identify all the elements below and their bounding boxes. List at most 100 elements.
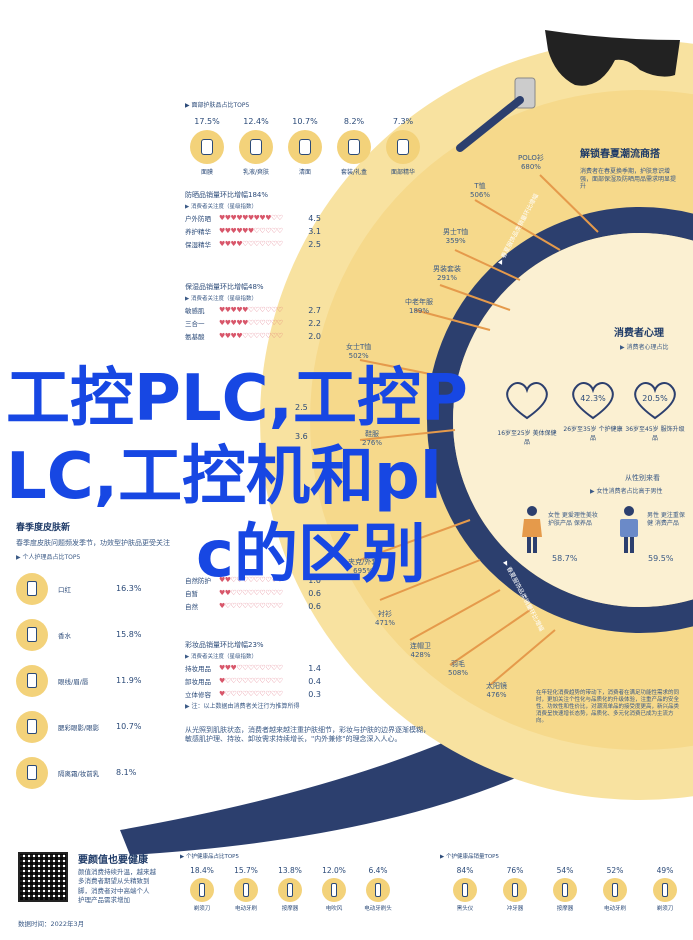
list-item: 三合一♥♥♥♥♥♡♡♡♡♡♡2.2 bbox=[185, 318, 321, 329]
list-item: 49%剃须刀 bbox=[640, 866, 690, 912]
bottom-right-section: ▶ 个护健康品销量TOP5 84%黑头仪 76%冲牙器 54%按摩器 52%电动… bbox=[440, 852, 690, 912]
list-item: 户外防晒♥♥♥♥♥♥♥♥♥♡♡4.5 bbox=[185, 213, 321, 224]
consumer-sub: ▶ 消费者心理占比 bbox=[620, 344, 669, 351]
toothbrush-icon bbox=[234, 878, 258, 902]
top-stats-section: ▶ 面部护肤品占比TOP5 17.5% 12.4% 10.7% 8.2% 7.3… bbox=[185, 100, 425, 176]
consumer-title: 消费者心理 bbox=[614, 328, 664, 339]
bottom-right-title: ▶ 个护健康品销量TOP5 bbox=[440, 854, 499, 860]
water-flosser-icon bbox=[503, 878, 527, 902]
heart-rating-icon: ♥♥♥♥♡♡♡♡♡♡♡ bbox=[219, 332, 283, 340]
mask-icon bbox=[190, 130, 224, 164]
bottom-mid-section: ▶ 个护健康品占比TOP5 18.4%剃须刀 15.7%电动牙刷 13.8%按摩… bbox=[180, 852, 400, 912]
heart-rating-icon: ♥♥♥♥♥♡♡♡♡♡♡ bbox=[219, 306, 283, 314]
list-item: 52%电动牙刷 bbox=[603, 866, 627, 912]
orange-rays bbox=[359, 174, 599, 686]
top-stat-label-1: 面膜 bbox=[200, 169, 213, 176]
heart-rating-icon: ♥♥♥♡♡♡♡♡♡♡♡ bbox=[219, 664, 283, 672]
toothbrush-icon bbox=[603, 878, 627, 902]
list-item: 13.8%按摩器 bbox=[278, 866, 302, 912]
heart-rating-icon: ♥♥♡♡♡♡♡♡♡♡♡ bbox=[219, 576, 283, 584]
top-stat-pct-5: 7.3% bbox=[392, 117, 414, 126]
list-item: 立体修容♥♡♡♡♡♡♡♡♡♡♡0.3 bbox=[185, 689, 321, 700]
heart-rating-icon: ♥♥♥♥♥♡♡♡♡♡♡ bbox=[219, 319, 283, 327]
gender-title: 从性别来看 bbox=[625, 474, 660, 482]
top-stat-pct-4: 8.2% bbox=[343, 117, 365, 126]
perfume-icon bbox=[16, 618, 48, 651]
left-column-intro: 春季度皮肤问题频发季节，功效型护肤品更受关注 bbox=[16, 539, 170, 547]
lipstick-icon bbox=[16, 572, 48, 605]
moisture-list: 保湿品销量环比增幅48% ▶ 消费者关注度（星级指数） 敏感肌♥♥♥♥♥♡♡♡♡… bbox=[185, 282, 335, 341]
list-item: 84%黑头仪 bbox=[440, 866, 490, 912]
left-column-title: 春季度皮肤新 bbox=[16, 523, 71, 533]
right-top-title: 解锁春夏潮流商搭 bbox=[580, 149, 660, 160]
list-sub: ▶ 消费者关注度（星级指数） bbox=[185, 204, 257, 210]
male-pct: 59.5% bbox=[648, 554, 674, 563]
heart-icon bbox=[634, 382, 676, 420]
top-stat-label-2: 乳液/爽肤 bbox=[242, 169, 270, 176]
heart-icon bbox=[572, 382, 614, 420]
sunglasses-graphic bbox=[545, 30, 680, 86]
blackhead-device-icon bbox=[453, 878, 477, 902]
list-item: 持妆用品♥♥♥♡♡♡♡♡♡♡♡1.4 bbox=[185, 663, 321, 674]
list-item: 养护精华♥♥♥♥♥♥♡♡♡♡♡3.1 bbox=[185, 226, 321, 237]
makeup-list: 彩妆品销量环比增幅23% ▶ 消费者关注度（星级指数） 持妆用品♥♥♥♡♡♡♡♡… bbox=[185, 640, 335, 711]
top-stat-label-3: 清面 bbox=[298, 169, 311, 176]
list-sub: ▶ 消费者关注度（星级指数） bbox=[185, 654, 257, 660]
list-head: 保湿品销量环比增幅48% bbox=[185, 283, 264, 291]
top-stat-pct-1: 17.5% bbox=[194, 117, 220, 126]
heart-icon bbox=[506, 382, 548, 420]
list-item: 18.4%剃须刀 bbox=[190, 866, 214, 912]
female-pct: 58.7% bbox=[552, 554, 578, 563]
left-column-sub: ▶ 个人护理品占比TOP5 bbox=[16, 554, 81, 562]
male-label: 男性 更注重保健 消费产品 bbox=[647, 512, 685, 527]
eyeliner-icon bbox=[16, 664, 48, 697]
heart-rating-icon: ♥♥♥♥♥♥♥♥♥♡♡ bbox=[219, 214, 283, 222]
overlay-title-line-3: c的区别 bbox=[196, 518, 426, 592]
razor-icon bbox=[190, 878, 214, 902]
top-stat-label-4: 套装/礼盒 bbox=[340, 169, 368, 176]
hair-dryer-icon bbox=[322, 878, 346, 902]
qr-code bbox=[18, 852, 68, 902]
top-stat-pct-3: 10.7% bbox=[292, 117, 318, 126]
primer-icon bbox=[16, 756, 48, 789]
heart-rating-icon: ♥♡♡♡♡♡♡♡♡♡♡ bbox=[219, 602, 283, 610]
gift-set-icon bbox=[337, 130, 371, 164]
list-item: 54%按摩器 bbox=[540, 866, 590, 912]
sunscreen-sub-list: 自然防护♥♥♡♡♡♡♡♡♡♡♡1.0 自暂♥♥♡♡♡♡♡♡♡♡♡0.6 自然♥♡… bbox=[185, 572, 335, 612]
cleanser-icon bbox=[288, 130, 322, 164]
list-item: 卸妆用品♥♡♡♡♡♡♡♡♡♡♡0.4 bbox=[185, 676, 321, 687]
massager-icon bbox=[553, 878, 577, 902]
list-item: 氨基酸♥♥♥♥♡♡♡♡♡♡♡2.0 bbox=[185, 331, 321, 342]
bottom-left-title: 要颜值也要健康 bbox=[78, 855, 148, 866]
eyeshadow-icon bbox=[16, 710, 48, 743]
heart-stat-2: 42.3% 26岁至35岁 个护健康品 bbox=[563, 380, 623, 442]
overlay-title: 工控PLC,工控P LC,工控机和pl c的区别 bbox=[0, 360, 693, 594]
list-note: ▶ 注：以上数据由消费者关注行为推算所得 bbox=[185, 703, 300, 710]
top-stats-title: ▶ 面部护肤品占比TOP5 bbox=[185, 102, 250, 109]
top-stat-pct-2: 12.4% bbox=[243, 117, 269, 126]
heart-rating-icon: ♥♥♥♥♡♡♡♡♡♡♡ bbox=[219, 240, 283, 248]
heart-rating-icon: ♥♡♡♡♡♡♡♡♡♡♡ bbox=[219, 690, 283, 698]
brush-head-icon bbox=[366, 878, 390, 902]
gender-sub: ▶ 女性消费者占比高于男性 bbox=[590, 488, 663, 495]
female-figure-icon bbox=[520, 505, 544, 559]
hidden-list-value-2: 3.6 bbox=[295, 432, 308, 441]
male-figure-icon bbox=[617, 505, 641, 559]
massager-icon bbox=[278, 878, 302, 902]
list-item: 76%冲牙器 bbox=[490, 866, 540, 912]
lotion-bottle-icon bbox=[239, 130, 273, 164]
mid-paragraph: 从光照到肌肤状态，消费者越来越注重护肤细节，彩妆与护肤的边界逐渐模糊，敏感肌护理… bbox=[185, 726, 430, 744]
razor-graphic bbox=[456, 77, 536, 152]
